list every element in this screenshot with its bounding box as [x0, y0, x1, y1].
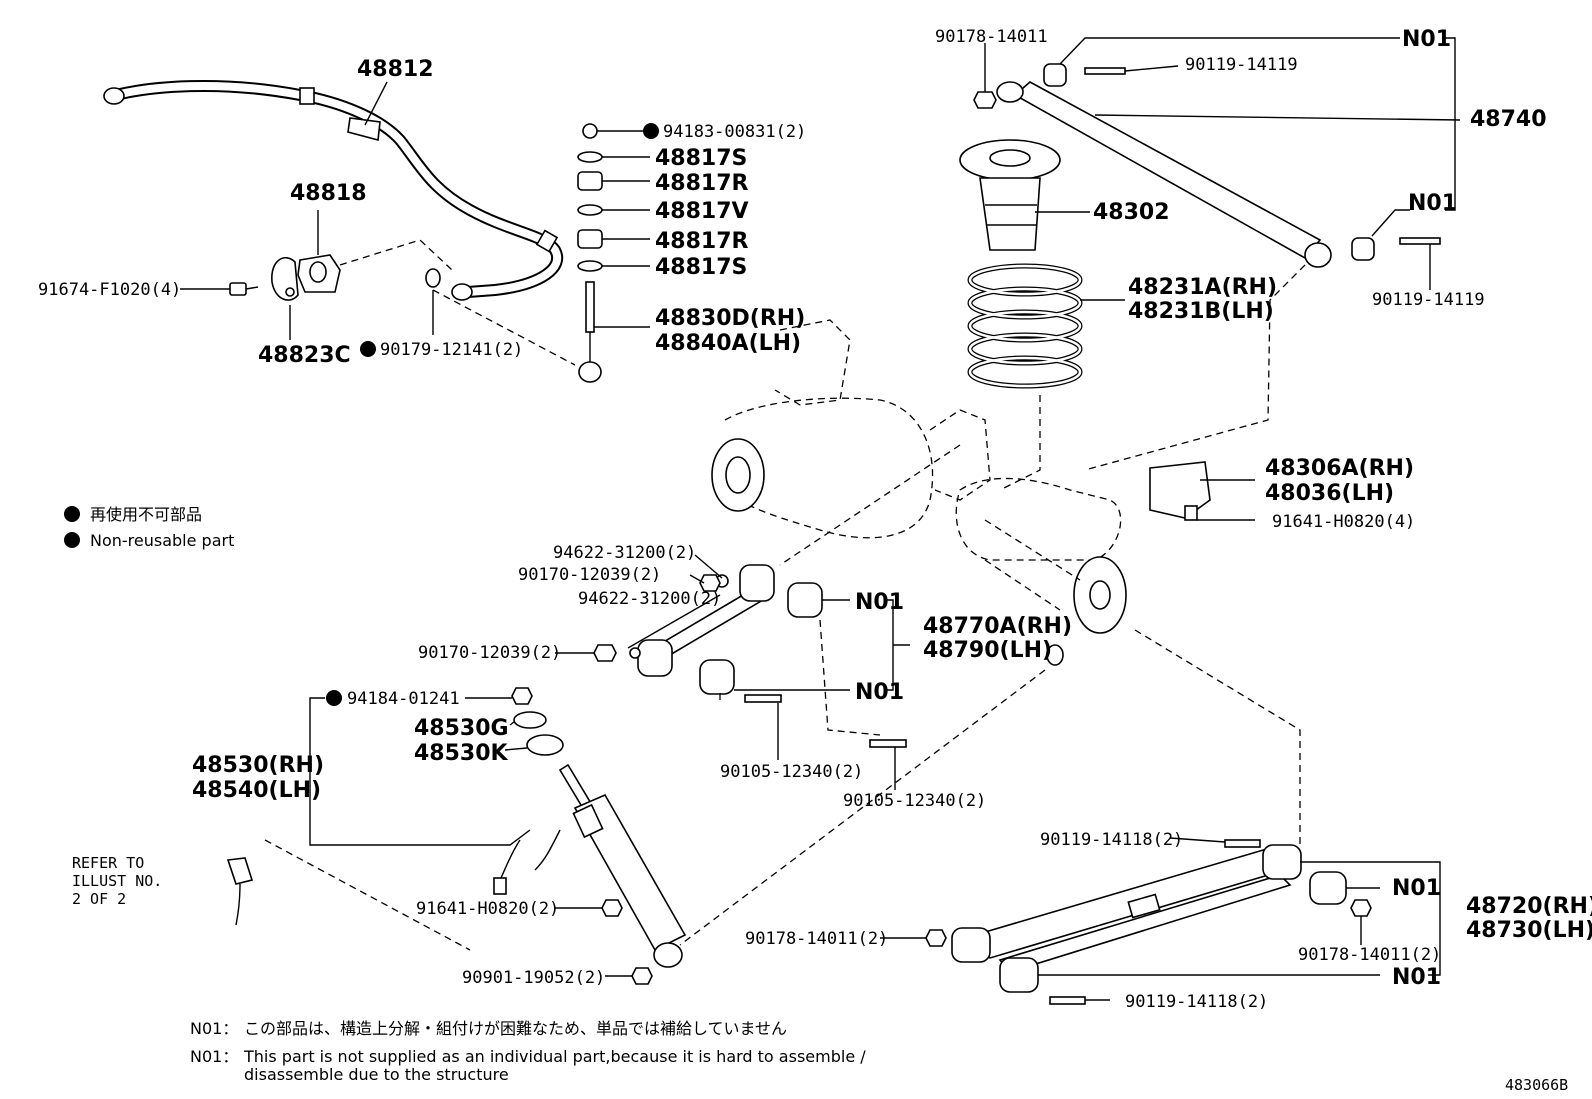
refer-line-3: 2 OF 2 [72, 890, 126, 908]
label-48231a: 48231A(RH) [1128, 275, 1277, 300]
label-90170-a: 90170-12039(2) [518, 565, 661, 585]
legend-en: Non-reusable part [90, 531, 234, 550]
label-90119-top: 90119-14119 [1185, 55, 1298, 75]
upper-control-arm-drawing [973, 63, 1441, 268]
label-48817v: 48817V [655, 199, 749, 224]
label-94622-b: 94622-31200(2) [578, 589, 721, 609]
label-48817r-a: 48817R [655, 171, 749, 196]
dashed-reference-lines [264, 239, 1306, 951]
coil-spring-drawing [959, 139, 1083, 389]
diagram-id: 483066B [1505, 1076, 1568, 1094]
label-90901: 90901-19052(2) [462, 968, 605, 988]
label-90105-a: 90105-12340(2) [720, 762, 863, 782]
note-en-line-2: disassemble due to the structure [244, 1065, 509, 1084]
label-48770a: 48770A(RH) [923, 614, 1072, 639]
label-90170-b: 90170-12039(2) [418, 643, 561, 663]
label-90119-14118-b: 90119-14118(2) [1125, 992, 1268, 1012]
refer-line-1: REFER TO [72, 854, 144, 872]
label-n01-d: N01 [1392, 965, 1441, 990]
non-reusable-marker [360, 341, 376, 357]
label-48306a: 48306A(RH) [1265, 456, 1414, 481]
label-n01-mid: N01 [1408, 191, 1457, 216]
label-90178-c: 90178-14011(2) [1298, 945, 1441, 965]
label-n01-b: N01 [855, 680, 904, 705]
label-48231b: 48231B(LH) [1128, 299, 1274, 324]
label-n01-c: N01 [1392, 876, 1441, 901]
label-90105-b: 90105-12340(2) [843, 791, 986, 811]
label-n01-top: N01 [1402, 27, 1451, 52]
lower-control-arm-drawing [925, 839, 1372, 1005]
stabilizer-bar-drawing [103, 79, 563, 301]
label-48530k: 48530K [414, 741, 509, 766]
note-en-tag: N01： [190, 1047, 238, 1066]
legend-marker-jp [64, 506, 80, 522]
label-48830d: 48830D(RH) [655, 306, 805, 331]
non-reusable-marker [643, 123, 659, 139]
label-91674: 91674-F1020(4) [38, 280, 181, 300]
label-94622-a: 94622-31200(2) [553, 543, 696, 563]
label-90119-right: 90119-14119 [1372, 290, 1485, 310]
stabilizer-bushing-bracket [229, 254, 341, 301]
label-48840a: 48840A(LH) [655, 331, 801, 356]
rear-axle-housing [711, 319, 1211, 666]
label-94184: 94184-01241 [347, 689, 460, 709]
legend-jp: 再使用不可部品 [90, 505, 202, 524]
label-90178-top: 90178-14011 [935, 27, 1048, 47]
lateral-link-drawing [593, 564, 907, 748]
label-91641-left: 91641-H0820(2) [416, 899, 559, 919]
label-90119-14118-a: 90119-14118(2) [1040, 830, 1183, 850]
label-48812: 48812 [357, 57, 434, 82]
label-48823c: 48823C [258, 343, 351, 368]
label-48530: 48530(RH) [192, 753, 324, 778]
note-jp-tag: N01： [190, 1019, 238, 1038]
label-48790: 48790(LH) [923, 638, 1052, 663]
label-48818: 48818 [290, 181, 367, 206]
label-94183: 94183-00831(2) [663, 122, 806, 142]
label-90179: 90179-12141(2) [380, 340, 523, 360]
label-48817r-b: 48817R [655, 229, 749, 254]
part-labels: 48812 48818 91674-F1020(4) 48823C 90179-… [38, 27, 1592, 1012]
note-jp-text: この部品は、構造上分解・組付けが困難なため、単品では補給していません [244, 1019, 787, 1038]
label-n01-a: N01 [855, 590, 904, 615]
label-48302: 48302 [1093, 200, 1170, 225]
footnotes: N01： この部品は、構造上分解・組付けが困難なため、単品では補給していません … [190, 1019, 866, 1084]
label-48817s-a: 48817S [655, 146, 747, 171]
legend: 再使用不可部品 Non-reusable part [90, 505, 234, 550]
label-48817s-b: 48817S [655, 255, 747, 280]
legend-marker-en [64, 532, 80, 548]
label-48730: 48730(LH) [1466, 918, 1592, 943]
label-90178-b: 90178-14011(2) [745, 929, 888, 949]
leader-lines [180, 37, 1461, 1001]
label-91641-right: 91641-H0820(4) [1272, 512, 1415, 532]
label-48720: 48720(RH) [1466, 894, 1592, 919]
note-en-line-1: This part is not supplied as an individu… [243, 1047, 866, 1066]
non-reusable-marker [326, 690, 342, 706]
label-48036: 48036(LH) [1265, 481, 1394, 506]
shock-absorber-drawing [226, 687, 687, 985]
refer-line-2: ILLUST NO. [72, 872, 162, 890]
label-48530g: 48530G [414, 716, 509, 741]
label-48740: 48740 [1470, 107, 1547, 132]
label-48540: 48540(LH) [192, 778, 321, 803]
